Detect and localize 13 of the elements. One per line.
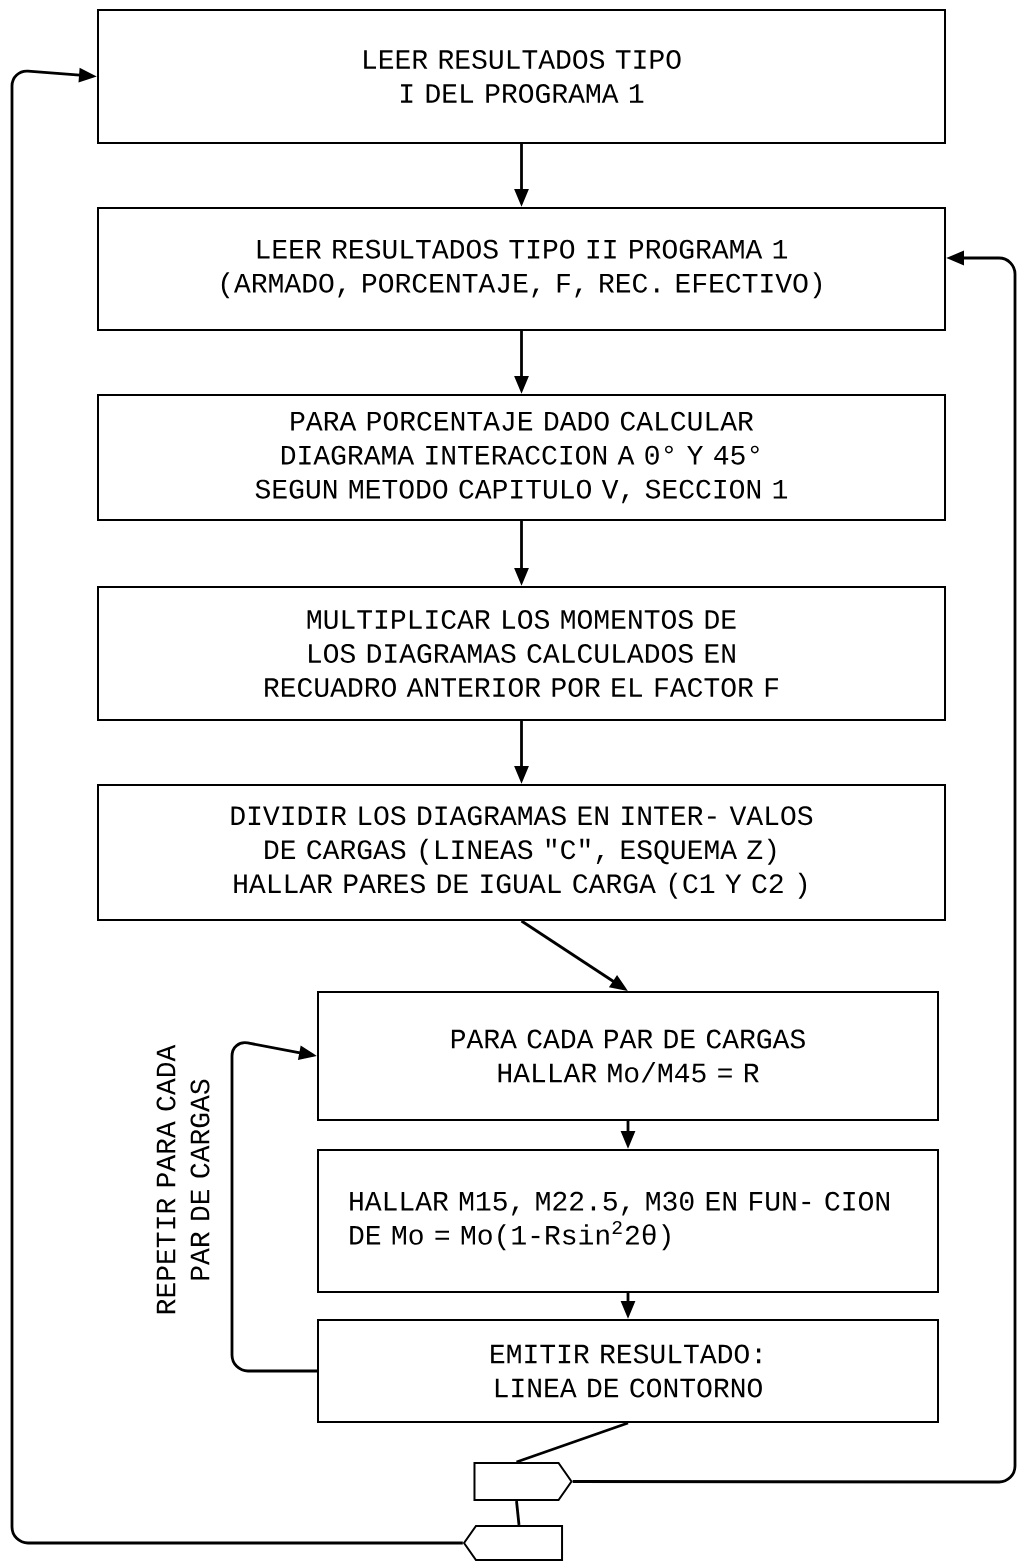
arrow bbox=[230, 1041, 317, 1373]
process-box: LEER RESULTADOS TIPO II PROGRAMA 1 (ARMADO, PORCENTAJE, F, REC. EFECTIVO) bbox=[97, 207, 946, 331]
process-box: LEER RESULTADOS TIPO I DEL PROGRAMA 1 bbox=[97, 9, 946, 144]
connector-symbol bbox=[473, 1462, 573, 1501]
loop-label: REPETIR PARA CADA PAR DE CARGAS bbox=[156, 1044, 210, 1314]
process-box: HALLAR M15, M22.5, M30 EN FUN- CION DE Mo = Mo(1-Rsin$^{2}$2θ) bbox=[317, 1149, 939, 1293]
process-box: EMITIR RESULTADO: LINEA DE CONTORNO bbox=[317, 1319, 939, 1423]
process-box: PARA CADA PAR DE CARGAS HALLAR Mo/M45 = R bbox=[317, 991, 939, 1121]
process-box: MULTIPLICAR LOS MOMENTOS DE LOS DIAGRAMAS CALCULADOS EN RECUADRO ANTERIOR POR EL FACTOR F bbox=[97, 586, 946, 721]
connector-symbol bbox=[462, 1525, 564, 1561]
process-box: DIVIDIR LOS DIAGRAMAS EN INTER- VALOS DE CARGAS (LINEAS "C", ESQUEMA Z) HALLAR PARES DE IGUAL CARGA (C1 Y C2 ) bbox=[97, 784, 946, 921]
process-box: PARA PORCENTAJE DADO CALCULAR DIAGRAMA INTERACCION A 0° Y 45° SEGUN METODO CAPITULO V, SECCION 1 bbox=[97, 394, 946, 521]
arrow bbox=[10, 67, 463, 1545]
